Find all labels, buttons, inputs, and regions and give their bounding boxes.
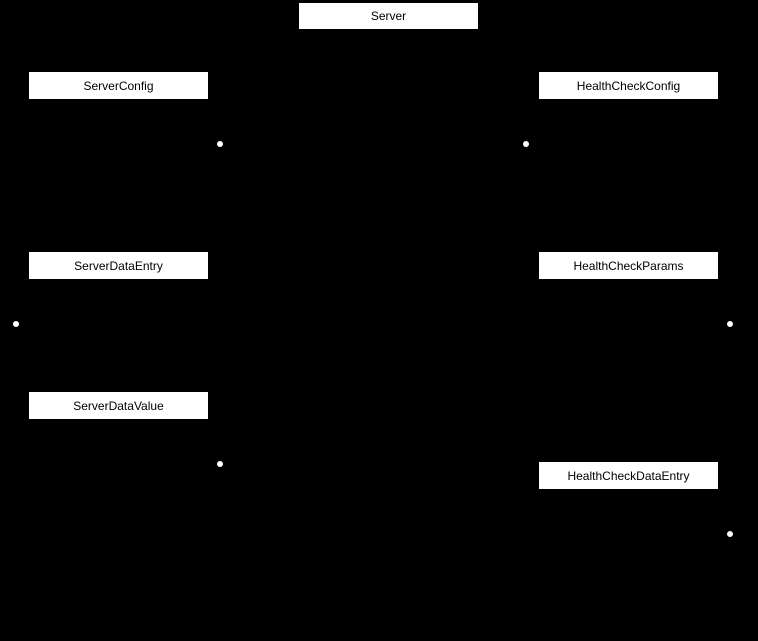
node-label: Server	[370, 9, 407, 23]
edge-endpoint-dot	[727, 321, 733, 327]
edge-endpoint-dot	[217, 141, 223, 147]
node-server: Server	[299, 3, 478, 29]
node-health-check-params: HealthCheckParams	[539, 252, 718, 279]
node-label: ServerConfig	[83, 78, 154, 93]
node-server-data-value: ServerDataValue	[29, 392, 208, 419]
edge-endpoint-dot	[727, 531, 733, 537]
node-label: ServerDataValue	[73, 398, 164, 413]
node-label: ServerDataEntry	[74, 258, 163, 273]
node-label: HealthCheckConfig	[576, 78, 681, 93]
node-health-check-data-entry: HealthCheckDataEntry	[539, 462, 718, 489]
edge-endpoint-dot	[523, 141, 529, 147]
node-server-data-entry: ServerDataEntry	[29, 252, 208, 279]
edge-endpoint-dot	[217, 461, 223, 467]
edge-endpoint-dot	[13, 321, 19, 327]
node-label: HealthCheckParams	[573, 258, 684, 273]
node-health-check-config: HealthCheckConfig	[539, 72, 718, 99]
node-label: HealthCheckDataEntry	[567, 468, 690, 483]
node-server-config: ServerConfig	[29, 72, 208, 99]
